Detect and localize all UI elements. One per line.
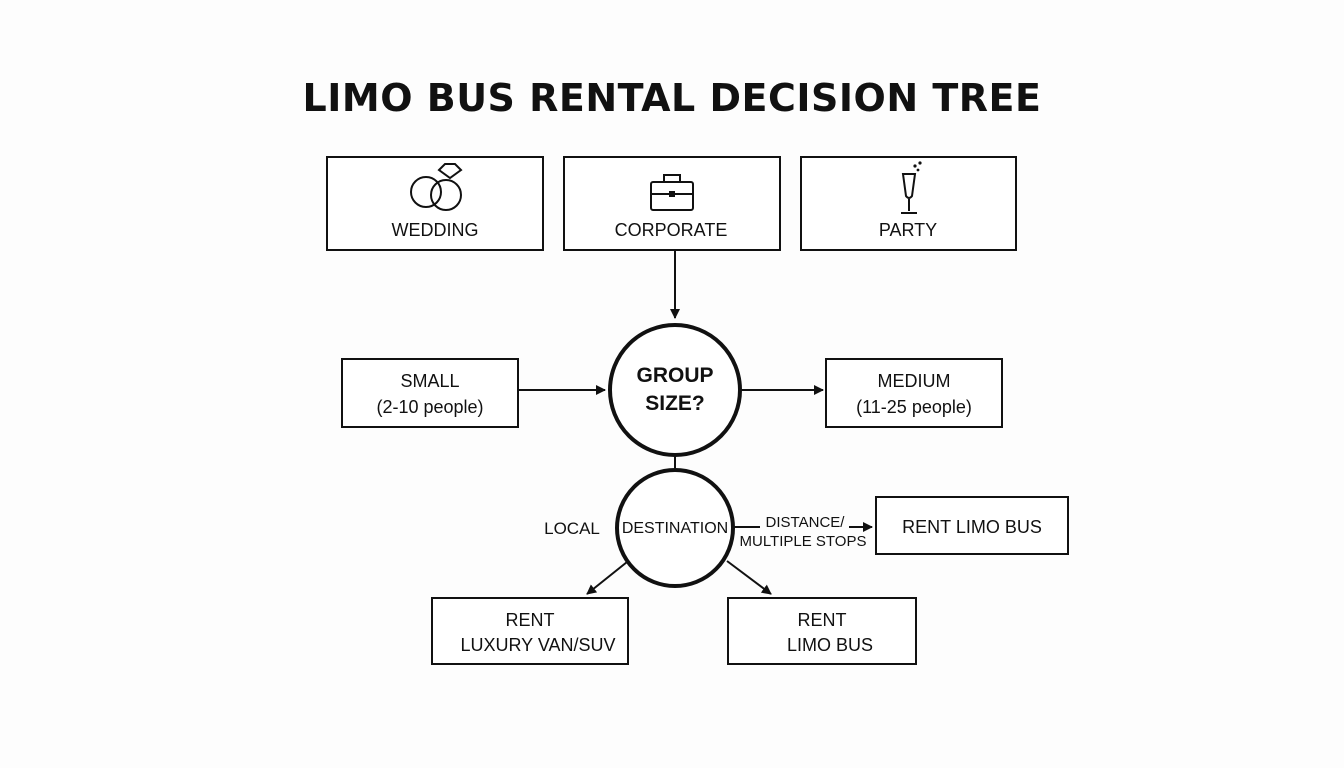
event-label-party: PARTY bbox=[879, 220, 937, 240]
rent-limo-bus-bottom-line1: RENT bbox=[798, 610, 847, 630]
rent-limo-bus-box-right: RENT LIMO BUS bbox=[875, 496, 1069, 555]
event-box-corporate: CORPORATE bbox=[563, 156, 781, 251]
rent-limo-bus-right-label: RENT LIMO BUS bbox=[902, 517, 1042, 537]
small-line2: (2-10 people) bbox=[376, 397, 483, 417]
distance-label-line2: MULTIPLE STOPS bbox=[740, 533, 867, 550]
rent-limo-bus-box-bottom: RENT LIMO BUS bbox=[727, 597, 917, 665]
distance-label-line1: DISTANCE/ bbox=[766, 514, 846, 531]
arrow-destination-to-rent-van bbox=[586, 561, 628, 595]
group-size-node: GROUP SIZE? bbox=[608, 323, 742, 457]
small-group-box: SMALL (2-10 people) bbox=[341, 358, 519, 428]
event-box-wedding: WEDDING bbox=[326, 156, 544, 251]
arrow-destination-to-rent-limo-bus bbox=[726, 560, 772, 595]
wedding-rings-icon bbox=[410, 163, 463, 211]
rent-luxury-van-box: RENT LUXURY VAN/SUV bbox=[431, 597, 629, 665]
event-label-wedding: WEDDING bbox=[392, 220, 479, 240]
medium-line1: MEDIUM bbox=[878, 371, 951, 391]
rent-van-line1: RENT bbox=[506, 610, 555, 630]
destination-node: DESTINATION bbox=[615, 468, 735, 588]
rent-van-line2: LUXURY VAN/SUV bbox=[460, 635, 615, 655]
small-line1: SMALL bbox=[400, 371, 459, 391]
group-size-line1: GROUP bbox=[636, 364, 713, 387]
event-label-corporate: CORPORATE bbox=[615, 220, 728, 240]
rent-limo-bus-bottom-line2: LIMO BUS bbox=[787, 635, 873, 655]
medium-line2: (11-25 people) bbox=[856, 397, 972, 417]
destination-label: DESTINATION bbox=[622, 520, 728, 537]
event-box-party: PARTY bbox=[800, 156, 1017, 251]
champagne-glass-icon bbox=[901, 161, 922, 214]
group-size-line2: SIZE? bbox=[645, 392, 705, 415]
briefcase-icon bbox=[650, 174, 694, 211]
diagram-title: LIMO BUS RENTAL DECISION TREE bbox=[302, 76, 1042, 120]
medium-group-box: MEDIUM (11-25 people) bbox=[825, 358, 1003, 428]
local-label: LOCAL bbox=[544, 519, 600, 538]
